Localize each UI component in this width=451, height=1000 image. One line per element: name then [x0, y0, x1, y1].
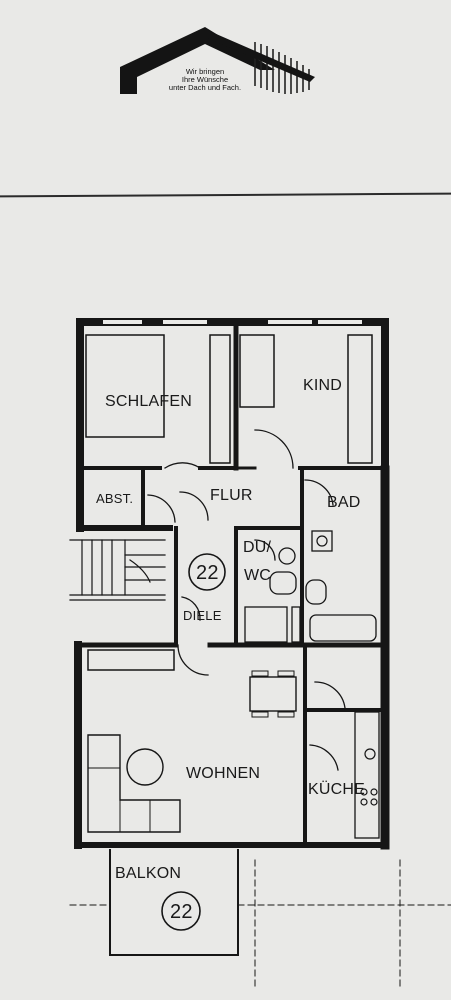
logo-line-2: Ihre Wünsche: [181, 75, 229, 84]
logo-line-3: unter Dach und Fach.: [168, 83, 242, 92]
room-label-du-line2: WC: [244, 567, 272, 584]
apartment-number: 22: [196, 562, 219, 584]
room-label-schlafen: SCHLAFEN: [105, 393, 192, 410]
room-label-diele: DIELE: [183, 608, 222, 623]
room-label-wohnen: WOHNEN: [186, 765, 261, 782]
balcony-number: 22: [170, 901, 193, 923]
roof-logo-icon: [120, 27, 315, 94]
company-logo: Wir bringen Ihre Wünsche unter Dach und …: [115, 22, 320, 102]
room-label-abst: ABST.: [96, 491, 134, 506]
room-label-du-line1: DU/: [243, 539, 272, 556]
page-divider: [0, 192, 451, 198]
room-label-bad: BAD: [327, 494, 361, 511]
room-label-balkon: BALKON: [115, 865, 182, 882]
room-label-kind: KIND: [303, 377, 343, 394]
logo-line-1: Wir bringen: [185, 67, 225, 76]
logo-slogan: Wir bringen Ihre Wünsche unter Dach und …: [155, 68, 255, 92]
room-label-kuche: KÜCHE: [308, 781, 366, 798]
room-label-flur: FLUR: [210, 487, 253, 504]
floor-plan-drawing: [69, 318, 451, 991]
